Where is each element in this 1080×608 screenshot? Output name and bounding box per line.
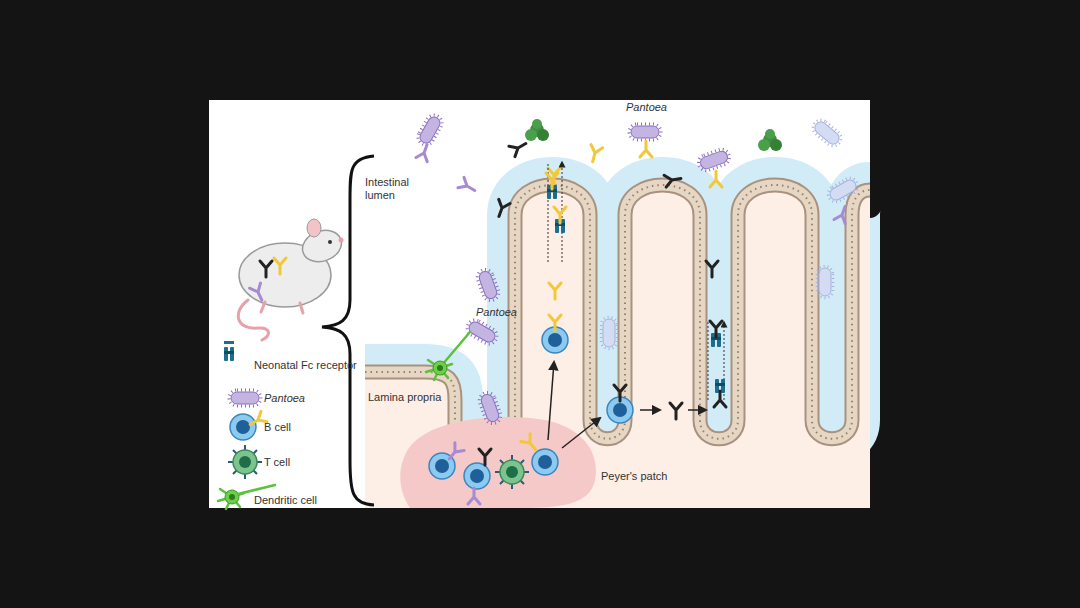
legend-text: Dendritic cell — [254, 494, 317, 507]
region-label: Lamina propria — [368, 391, 441, 404]
region-label: Pantoea — [626, 101, 667, 114]
region-label: Intestinal lumen — [365, 176, 425, 202]
legend-text: B cell — [264, 421, 291, 434]
region-label: Pantoea — [476, 306, 517, 319]
legend-text: T cell — [264, 456, 290, 469]
legend-text: Pantoea — [264, 392, 305, 405]
region-label: Peyer's patch — [601, 470, 667, 483]
legend-text: Neonatal Fc receptor — [254, 359, 357, 372]
